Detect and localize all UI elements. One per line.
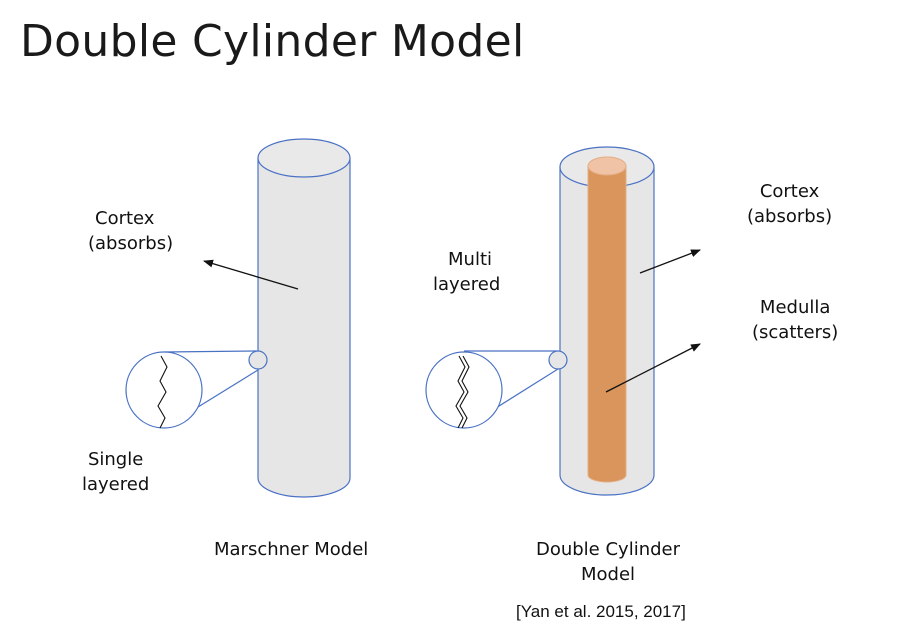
single-layered-line2: layered — [82, 474, 150, 495]
double-cylinder-caption-line2: Model — [580, 564, 636, 585]
marschner-cylinder — [257, 138, 351, 498]
magnifier-small-circle — [548, 350, 568, 370]
magnifier-large-circle — [425, 351, 503, 429]
double-cylinder-magnifier — [425, 350, 568, 429]
double-cylinder — [559, 146, 655, 496]
double-cortex-line1: Cortex — [759, 181, 820, 202]
single-layered-line1: Single — [87, 449, 144, 470]
single-layer-crack — [157, 355, 168, 429]
medulla-arrow — [605, 343, 701, 393]
double-cylinder-caption: Double Cylinder Model — [520, 537, 696, 587]
marschner-cylinder-top — [257, 138, 351, 178]
magnifier-large-circle — [125, 351, 203, 429]
cortex-arrow — [639, 249, 701, 274]
magnifier-small-circle — [248, 350, 268, 370]
marschner-cortex-arrow — [203, 259, 299, 290]
marschner-cortex-line2: (absorbs) — [88, 233, 174, 254]
marschner-cylinder-body — [257, 158, 351, 498]
citation: [Yan et al. 2015, 2017] — [516, 602, 686, 621]
multi-layered-line1: Multi — [448, 249, 492, 270]
double-cylinder-caption-line1: Double Cylinder — [535, 539, 681, 560]
marschner-magnifier — [125, 350, 268, 429]
medulla-cylinder-top — [587, 156, 627, 176]
slide-title: Double Cylinder Model — [20, 16, 525, 67]
marschner-cortex-line1: Cortex — [95, 208, 155, 229]
double-cortex-label: Cortex (absorbs) — [747, 179, 832, 229]
marschner-cortex-label: Cortex (absorbs) — [88, 206, 173, 256]
medulla-line2: (scatters) — [752, 322, 839, 343]
magnifier-tangent-line — [163, 350, 258, 353]
multi-layer-crack — [459, 355, 470, 429]
multi-layered-line2: layered — [433, 274, 501, 295]
medulla-cylinder-body — [587, 165, 627, 483]
marschner-caption: Marschner Model — [214, 539, 369, 560]
multi-layered-label: Multi layered — [433, 247, 500, 297]
medulla-line1: Medulla — [759, 297, 831, 318]
double-cortex-line2: (absorbs) — [747, 206, 833, 227]
single-layered-label: Single layered — [82, 447, 149, 497]
medulla-label: Medulla (scatters) — [752, 295, 838, 345]
multi-layer-crack — [455, 355, 466, 429]
